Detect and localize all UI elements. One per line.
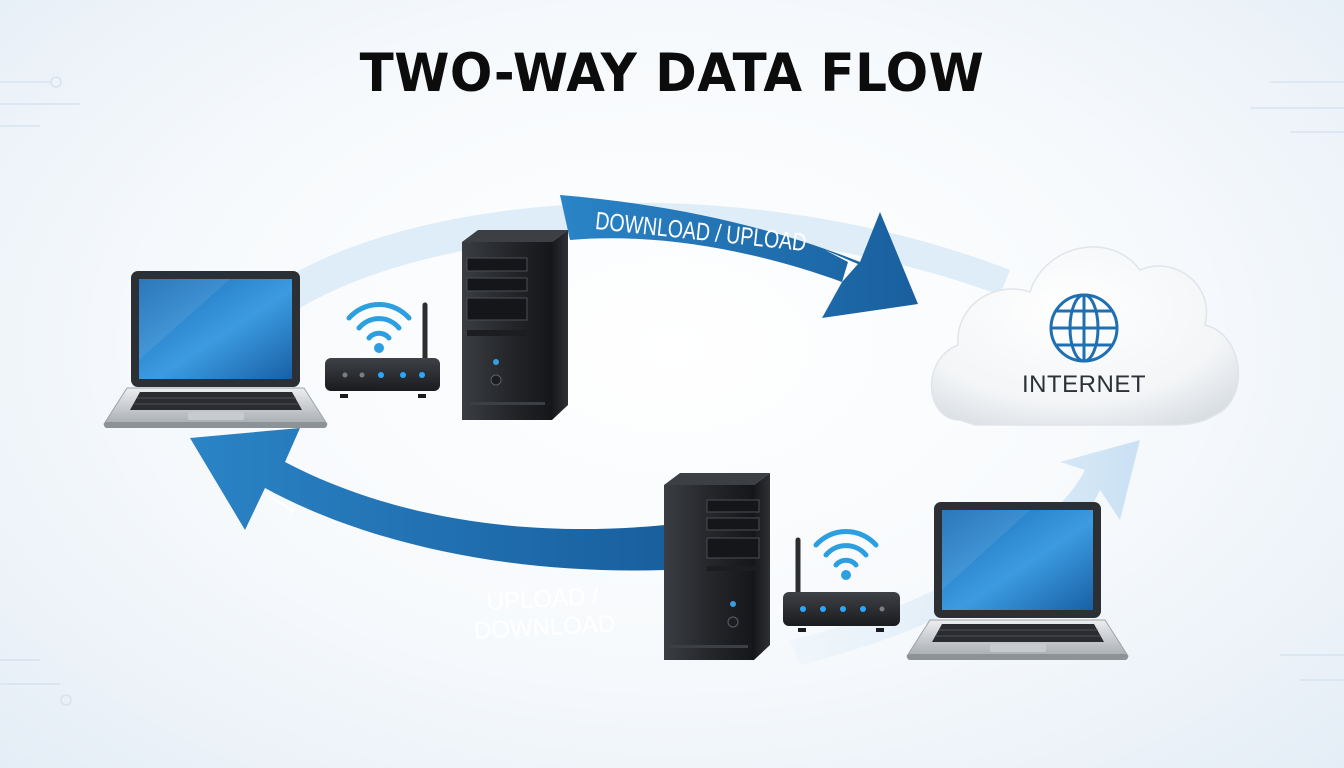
tower-computer-left <box>462 230 568 420</box>
internet-label: INTERNET <box>1022 371 1146 398</box>
internet-cloud: INTERNET <box>930 246 1240 426</box>
tower-computer-right <box>664 473 770 660</box>
wifi-signal-dot-right <box>841 570 851 580</box>
download-upload-arrow <box>560 195 918 318</box>
router-left <box>325 302 440 398</box>
upload-download-label-line1: UPLOAD / <box>486 583 600 616</box>
upload-download-arrow <box>190 428 665 571</box>
wifi-signal-dot-left <box>374 343 384 353</box>
download-upload-arrow-chevron <box>825 250 858 282</box>
circuit-decoration-right <box>1250 81 1344 681</box>
power-button-left <box>490 374 502 386</box>
diagram-title: TWO-WAY DATA FLOW <box>359 42 985 104</box>
circuit-decoration-left <box>0 76 80 706</box>
laptop-right <box>906 502 1129 660</box>
power-button-right <box>727 616 739 628</box>
router-right <box>783 537 900 632</box>
laptop-left-keyboard <box>130 392 302 410</box>
lower-pale-arc <box>790 440 1140 665</box>
laptop-right-keyboard <box>932 624 1104 642</box>
wifi-signal-icon-left <box>346 302 412 341</box>
globe-icon <box>1049 293 1119 363</box>
wifi-signal-icon-right <box>813 529 879 568</box>
upper-pale-arc <box>215 202 1010 360</box>
laptop-left <box>103 271 328 428</box>
